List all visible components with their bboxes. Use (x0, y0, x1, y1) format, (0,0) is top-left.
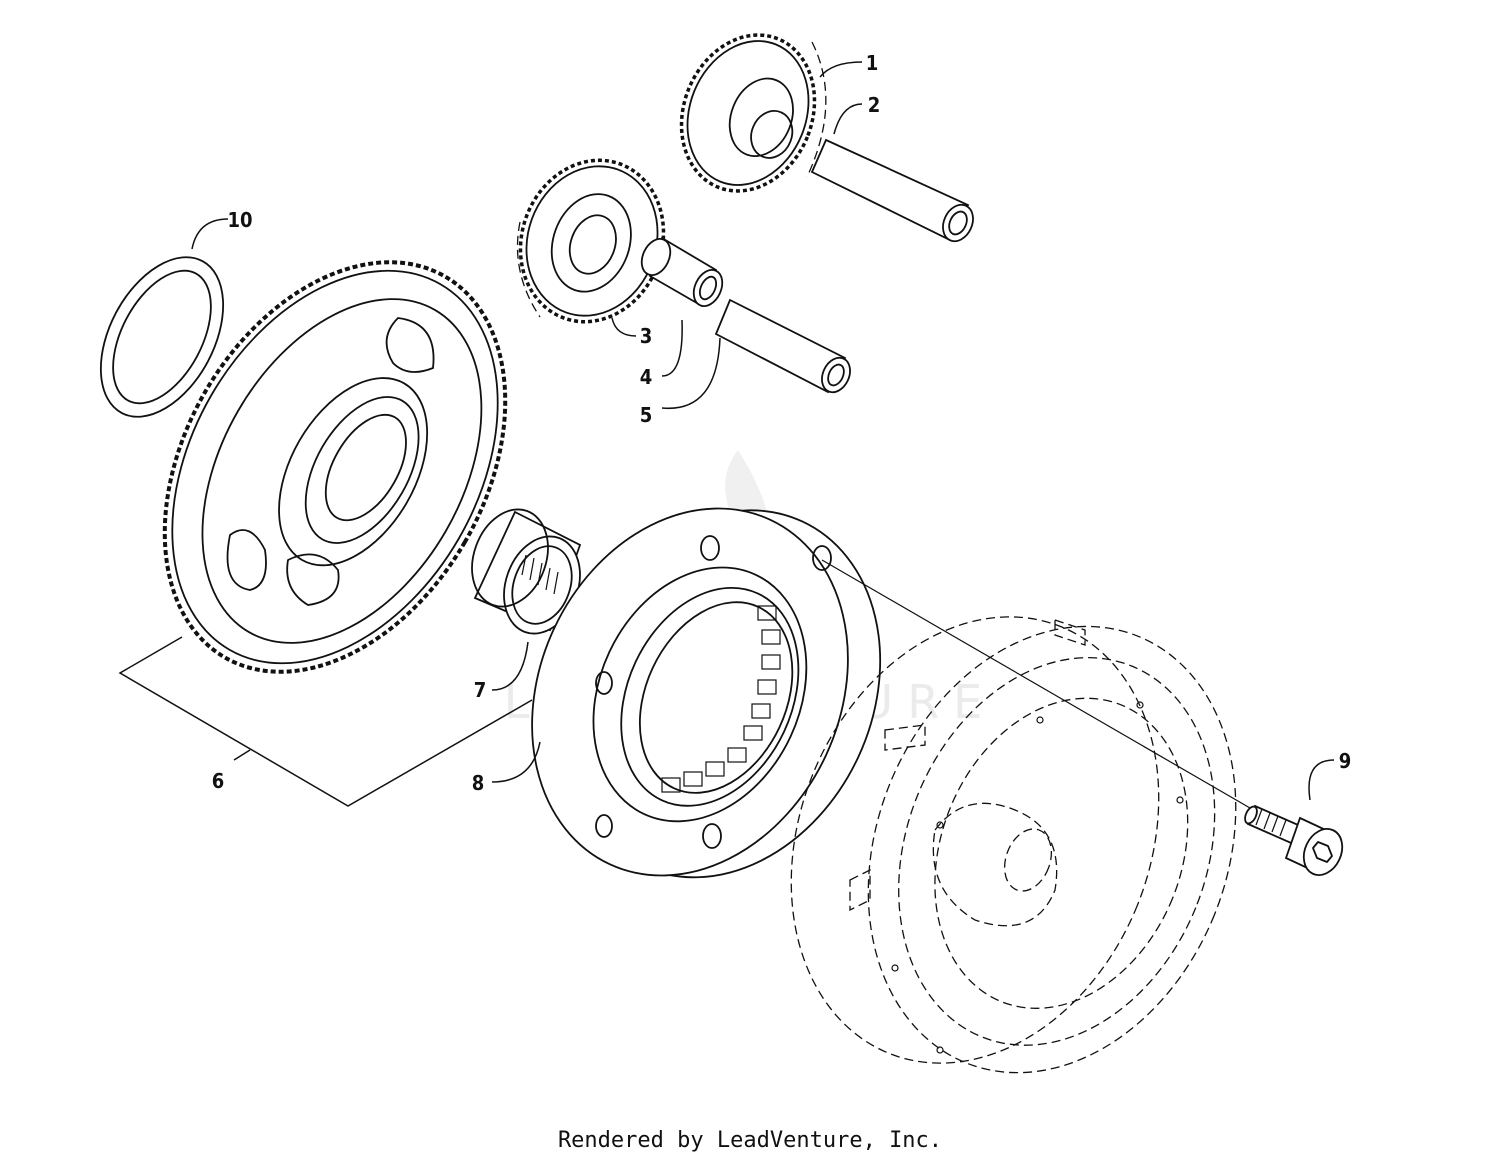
callout-6[interactable]: 6 (212, 769, 225, 793)
part-8-one-way-clutch[interactable] (474, 446, 939, 941)
leader-4 (661, 319, 683, 377)
part-9-bolt[interactable] (1243, 804, 1350, 882)
part-4-bushing[interactable] (636, 234, 728, 310)
part-10-washer[interactable] (76, 237, 249, 438)
leader-2 (833, 103, 863, 135)
part-6-driven-gear[interactable] (95, 201, 575, 732)
part-1-reduction-gear[interactable] (659, 15, 838, 211)
leader-10 (191, 218, 229, 250)
leader-6 (233, 749, 251, 761)
callout-4[interactable]: 4 (640, 365, 653, 389)
part-2-shaft[interactable] (810, 138, 979, 246)
callout-9[interactable]: 9 (1339, 749, 1352, 773)
callout-5[interactable]: 5 (640, 403, 653, 427)
callout-1[interactable]: 1 (866, 51, 879, 75)
callout-2[interactable]: 2 (868, 93, 881, 117)
leader-5 (661, 337, 721, 409)
callout-8[interactable]: 8 (472, 771, 485, 795)
leader-8 (491, 741, 541, 783)
flywheel-reference (790, 616, 1237, 1074)
leader-9 (1308, 759, 1335, 801)
bolt-alignment-line (821, 559, 1251, 809)
part-7-needle-bearing[interactable] (459, 499, 593, 645)
part-5-shaft[interactable] (714, 298, 855, 397)
leader-7 (491, 641, 529, 691)
callout-10[interactable]: 10 (227, 208, 252, 232)
assembly-bracket-6 (118, 636, 533, 807)
leader-3 (611, 317, 637, 337)
leader-1 (819, 61, 863, 78)
callout-3[interactable]: 3 (640, 324, 653, 348)
part-3-idle-gear[interactable] (498, 140, 686, 342)
callout-7[interactable]: 7 (474, 678, 487, 702)
footer-credit: Rendered by LeadVenture, Inc. (557, 1128, 943, 1153)
